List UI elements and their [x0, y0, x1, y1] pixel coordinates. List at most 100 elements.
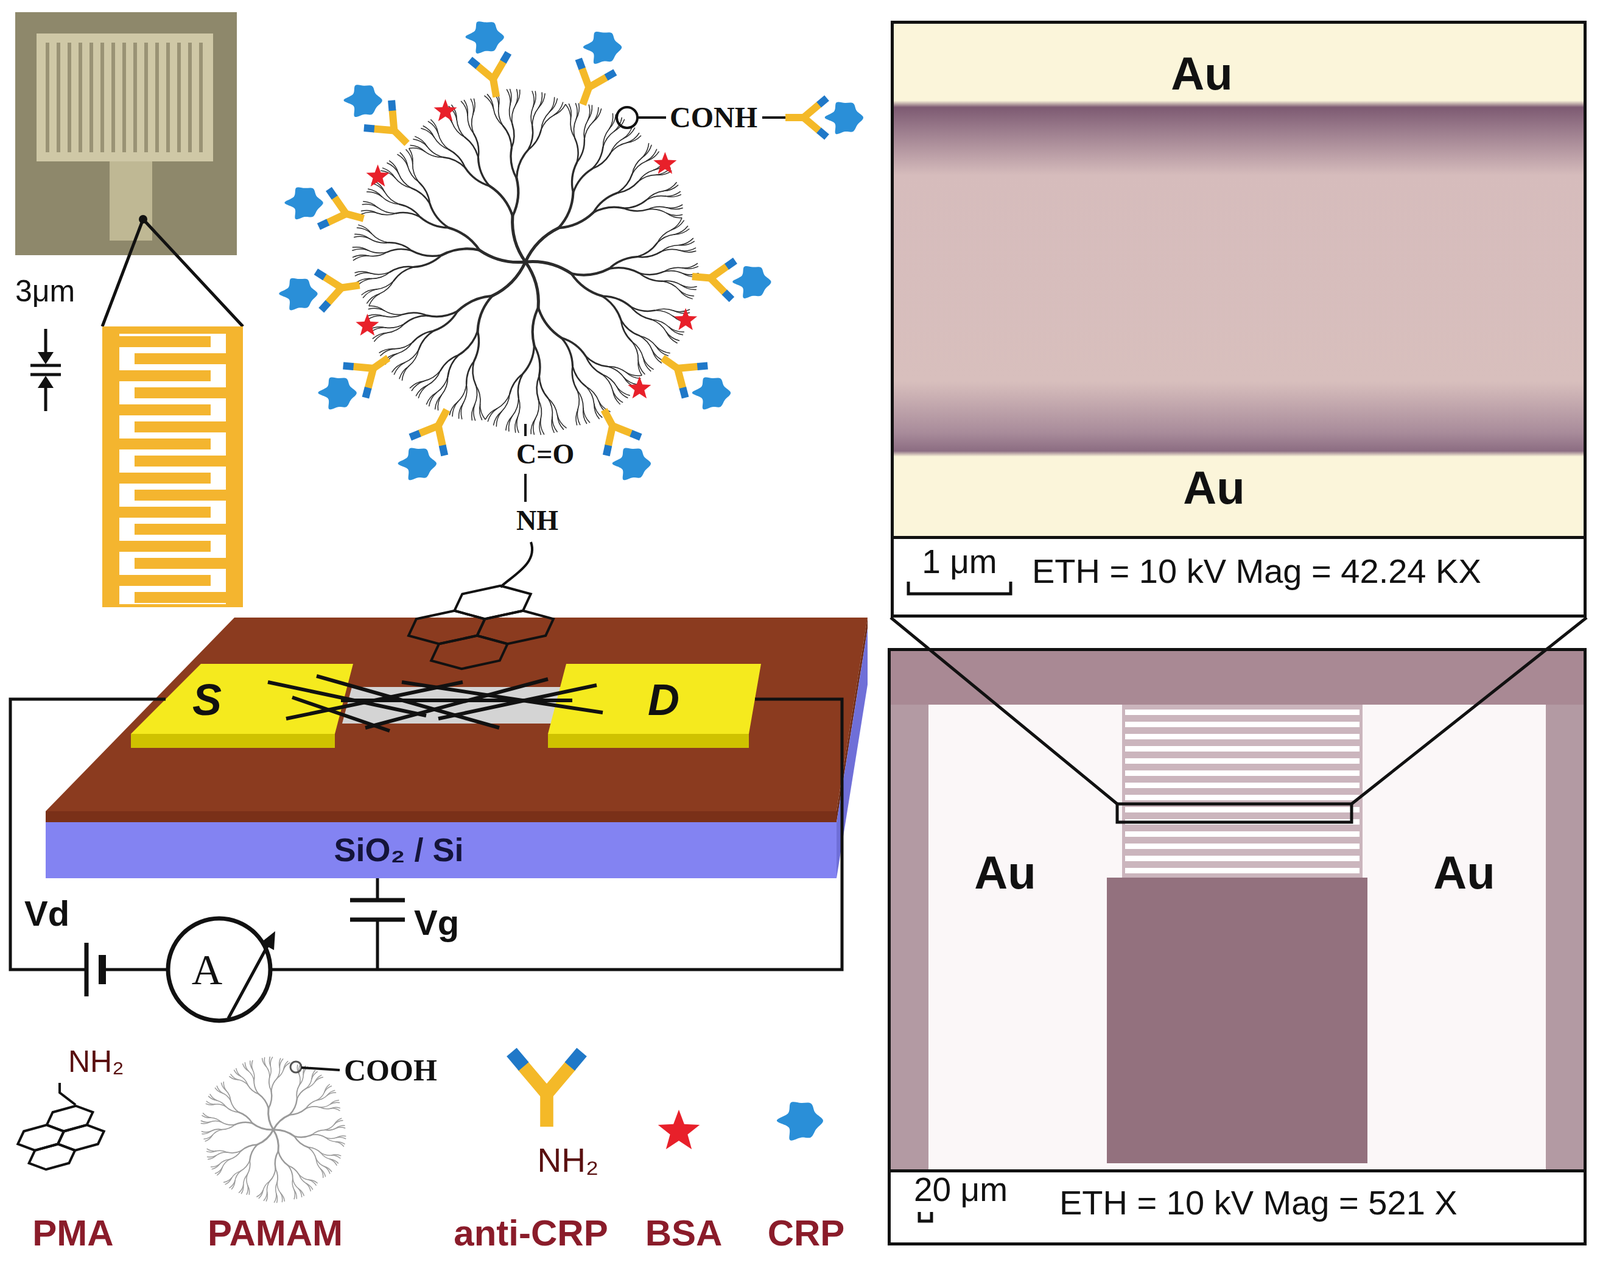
branch [418, 385, 428, 399]
fet-device [45, 617, 868, 878]
antibody-tip [386, 100, 397, 111]
dimension-label: 3μm [15, 274, 75, 309]
branch [515, 417, 518, 433]
branch [264, 1057, 267, 1067]
branch [602, 295, 631, 307]
region-label: Au [1182, 462, 1245, 514]
branch [539, 418, 541, 435]
branch [583, 408, 590, 423]
branch [410, 144, 425, 151]
antibody-arm [709, 264, 728, 293]
dendrimer-branches [200, 1056, 346, 1202]
branch [427, 311, 458, 317]
branch [473, 98, 475, 115]
wire [270, 698, 843, 970]
branch [376, 280, 394, 290]
branch [269, 1065, 271, 1077]
region-label: Au [974, 846, 1036, 899]
branch [493, 411, 502, 425]
branch [502, 125, 512, 148]
branch [487, 408, 497, 422]
antibody-tip [602, 445, 613, 456]
legend-label: PMA [32, 1212, 114, 1253]
branch [616, 386, 630, 396]
branch [256, 1189, 264, 1197]
branch [583, 408, 587, 424]
branch [527, 129, 542, 150]
branch [540, 418, 545, 435]
branch [572, 168, 592, 193]
branch [593, 192, 617, 213]
branch [271, 1078, 278, 1092]
electrode-finger [119, 506, 211, 518]
source-electrode-edge [130, 733, 335, 748]
dimension-marker [30, 328, 61, 411]
zoom-box [1117, 803, 1352, 822]
bond-line [637, 116, 667, 119]
electrode-pad [1106, 877, 1368, 1163]
wire [376, 877, 380, 970]
branch [352, 247, 368, 251]
branch [358, 224, 372, 234]
branch [336, 1141, 344, 1146]
antibody-tip [438, 445, 449, 456]
dendrimer [278, 21, 864, 480]
electrode-finger [134, 421, 226, 433]
sem-panel: AuAu1 μmETH = 10 kV Mag = 42.24 KX [890, 20, 1587, 618]
electrode-finger [134, 557, 226, 569]
branch [575, 409, 578, 425]
branch [243, 1173, 248, 1185]
electrode-finger [1125, 757, 1360, 764]
branch [411, 250, 442, 257]
branch [666, 213, 682, 218]
antibody-arm [600, 419, 632, 447]
branch [593, 207, 624, 213]
antibody-arm [418, 419, 450, 447]
branch [215, 1167, 223, 1173]
branch [592, 108, 602, 123]
antibody [410, 400, 464, 456]
electrode-finger [119, 370, 211, 382]
crp-protein [776, 1101, 824, 1140]
imaging-info: 20 μm [913, 1170, 1008, 1208]
electrode-finger [1125, 782, 1360, 788]
branch [438, 133, 450, 150]
imaging-info: 1 μm [921, 543, 997, 581]
branch [512, 104, 516, 124]
voltage-label: Vg [414, 902, 460, 942]
branch [498, 106, 503, 126]
branch [436, 376, 448, 393]
electrode-gap [166, 42, 170, 153]
branch [368, 315, 384, 319]
branch [325, 1127, 337, 1130]
info-background [890, 535, 1587, 618]
branch [572, 365, 578, 390]
branch [399, 365, 409, 379]
branch [361, 210, 377, 214]
antibody-arm [477, 60, 507, 81]
chemical-group-label: CONH [669, 101, 758, 134]
branch [456, 119, 465, 138]
antibody-tip [818, 98, 827, 105]
branch [510, 88, 512, 105]
info-bar: 1 μmETH = 10 kV Mag = 42.24 KX [890, 535, 1587, 618]
drain-electrode-edge [547, 733, 749, 748]
photo-background [15, 12, 237, 256]
branch [354, 272, 371, 276]
branch [352, 255, 368, 258]
sem-frame [887, 647, 1587, 705]
crp-protein [612, 448, 651, 481]
branch [317, 1095, 328, 1101]
branch [404, 349, 419, 363]
branch [431, 119, 439, 134]
branch [525, 227, 559, 262]
bsa-star [355, 313, 379, 336]
zoom-line [143, 219, 243, 327]
electrode-gap [188, 42, 192, 153]
region-label: Au [1170, 48, 1233, 100]
electrode-finger [1125, 709, 1360, 715]
electrode-gap [45, 42, 50, 153]
branch [541, 115, 555, 130]
crp-protein [583, 31, 622, 64]
branch [239, 1184, 244, 1193]
